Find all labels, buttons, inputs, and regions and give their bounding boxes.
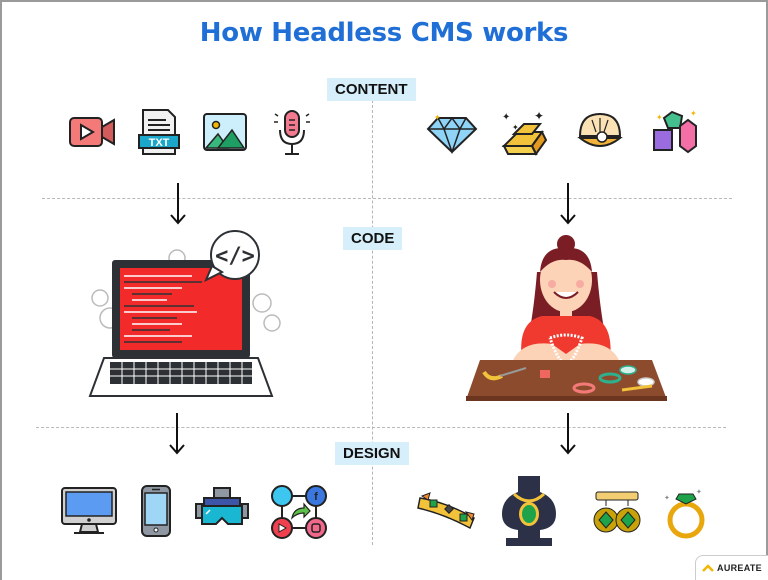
svg-text:✦: ✦ <box>696 488 702 496</box>
svg-text:✦: ✦ <box>656 113 663 122</box>
svg-text:TXT: TXT <box>149 137 170 149</box>
laptop-code-icon: </> <box>88 230 281 397</box>
pearl-shell-icon <box>577 112 623 147</box>
necklace-display-icon <box>502 476 556 546</box>
txt-file-icon: TXT <box>138 109 180 155</box>
svg-text:✦: ✦ <box>434 113 441 122</box>
vr-headset-icon <box>195 487 249 525</box>
arrow-down-icon <box>560 413 576 455</box>
arrow-down-icon <box>170 183 186 225</box>
social-media-icon: f <box>271 485 327 539</box>
divider-content-code <box>42 198 732 199</box>
jeweler-crafting-icon <box>466 235 667 401</box>
bracelet-icon <box>417 492 475 530</box>
earrings-icon <box>593 491 641 533</box>
aureate-logo-icon <box>702 564 714 572</box>
vertical-divider <box>372 100 373 545</box>
arrow-down-icon <box>169 413 185 455</box>
divider-code-design <box>36 427 726 428</box>
microphone-icon <box>274 110 310 155</box>
section-label-design: DESIGN <box>335 442 409 465</box>
brand-name: AUREATE <box>717 563 762 573</box>
image-icon <box>203 113 247 151</box>
section-label-content: CONTENT <box>327 78 416 101</box>
desktop-monitor-icon <box>61 487 117 534</box>
gold-bars-icon: ✦ ✦ ✦ <box>501 109 548 156</box>
svg-text:</>: </> <box>215 244 255 269</box>
svg-text:f: f <box>314 491 318 503</box>
video-camera-icon <box>69 117 115 147</box>
svg-text:✦: ✦ <box>502 112 510 123</box>
ring-icon: ✦ ✦ <box>664 488 705 539</box>
svg-text:✦: ✦ <box>512 123 519 132</box>
arrow-down-icon <box>560 183 576 225</box>
diamond-icon: ✦ <box>426 113 478 154</box>
brand-badge: AUREATE <box>695 555 768 580</box>
page-title: How Headless CMS works <box>199 18 569 48</box>
gemstones-icon: ✦ ✦ <box>653 109 697 154</box>
svg-text:✦: ✦ <box>534 109 544 123</box>
svg-text:✦: ✦ <box>664 494 670 502</box>
svg-text:✦: ✦ <box>690 109 697 118</box>
smartphone-icon <box>141 485 171 537</box>
section-label-code: CODE <box>343 227 403 250</box>
